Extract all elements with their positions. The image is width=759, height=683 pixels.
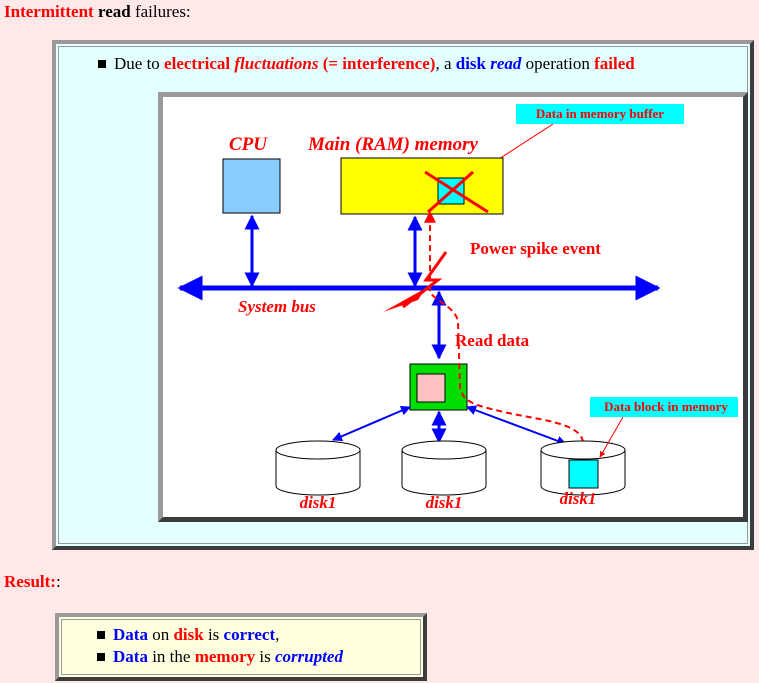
result-heading: Result:: bbox=[4, 572, 61, 592]
text-failed: failed bbox=[594, 54, 635, 73]
text-comma-a: , a bbox=[435, 54, 452, 73]
summary-inner-border bbox=[61, 619, 421, 675]
text-read: read bbox=[490, 54, 522, 73]
summary-data-2: Data bbox=[113, 647, 148, 666]
summary-correct: correct bbox=[223, 625, 276, 644]
controller-disk3-link bbox=[466, 405, 567, 446]
summary-item-memory: Data in the memory is corrupted bbox=[97, 647, 343, 667]
callout-data-block-pointer bbox=[599, 416, 624, 458]
callout-memory-buffer-label: Data in memory buffer bbox=[536, 106, 664, 121]
cpu-box bbox=[222, 158, 281, 214]
callout-data-block-label: Data block in memory bbox=[604, 399, 728, 414]
power-spike-arrowhead bbox=[383, 288, 426, 312]
text-electrical: electrical bbox=[164, 54, 231, 73]
heading-intermittent: Intermittent bbox=[4, 2, 94, 21]
read-failure-diagram: Data in memory buffer CPU Main (RAM) mem… bbox=[177, 104, 738, 512]
disk1-label-right: disk1 bbox=[560, 489, 597, 508]
callout-memory-buffer-box bbox=[516, 104, 684, 124]
summary-comma: , bbox=[275, 625, 280, 644]
bullet-square-icon bbox=[97, 653, 105, 662]
summary-data-1: Data bbox=[113, 625, 148, 644]
summary-disk: disk bbox=[173, 625, 204, 644]
corrupted-cross-line-1 bbox=[424, 170, 489, 214]
summary-memory: memory bbox=[194, 647, 256, 666]
cpu-label: CPU bbox=[229, 134, 268, 155]
bullet-interference: Due to electrical fluctuations (= interf… bbox=[98, 54, 635, 74]
summary-is-2: is bbox=[259, 647, 271, 666]
bullet-square-icon bbox=[97, 631, 105, 640]
summary-item-disk: Data on disk is correct, bbox=[97, 625, 279, 645]
text-disk: disk bbox=[455, 54, 486, 73]
summary-in-the: in the bbox=[152, 647, 191, 666]
corrupted-cross-line-2 bbox=[427, 170, 474, 214]
result-label: Result: bbox=[4, 572, 56, 591]
explanation-panel: Due to electrical fluctuations (= interf… bbox=[52, 40, 754, 550]
text-interference: (= interference) bbox=[322, 54, 436, 73]
bullet-square-icon bbox=[98, 60, 106, 69]
disk-data-block bbox=[568, 459, 599, 489]
text-due-to: Due to bbox=[114, 54, 160, 73]
controller-buffer-block bbox=[416, 373, 446, 403]
disk1-label-middle: disk1 bbox=[426, 493, 463, 512]
text-fluctuations: fluctuations bbox=[234, 54, 319, 73]
disk-cylinder-1 bbox=[275, 440, 361, 496]
summary-is-1: is bbox=[207, 625, 220, 644]
heading-read: read bbox=[97, 2, 131, 21]
read-data-label: Read data bbox=[455, 331, 530, 350]
main-memory-label: Main (RAM) memory bbox=[307, 134, 479, 155]
heading: Intermittent read failures: bbox=[4, 2, 191, 22]
summary-box: Data on disk is correct, Data in the mem… bbox=[55, 613, 427, 681]
system-bus-label: System bus bbox=[238, 297, 316, 316]
text-operation: operation bbox=[525, 54, 590, 73]
controller-disk1-link bbox=[332, 405, 411, 442]
summary-corrupted: corrupted bbox=[274, 647, 343, 666]
result-colon: : bbox=[55, 572, 61, 591]
callout-data-block-box bbox=[590, 397, 738, 417]
disk-cylinder-2 bbox=[401, 440, 487, 496]
diagram-frame: Data in memory buffer CPU Main (RAM) mem… bbox=[158, 92, 748, 522]
disk1-label-left: disk1 bbox=[300, 493, 337, 512]
summary-on: on bbox=[152, 625, 170, 644]
heading-failures: failures: bbox=[134, 2, 191, 21]
power-spike-label: Power spike event bbox=[470, 239, 601, 258]
